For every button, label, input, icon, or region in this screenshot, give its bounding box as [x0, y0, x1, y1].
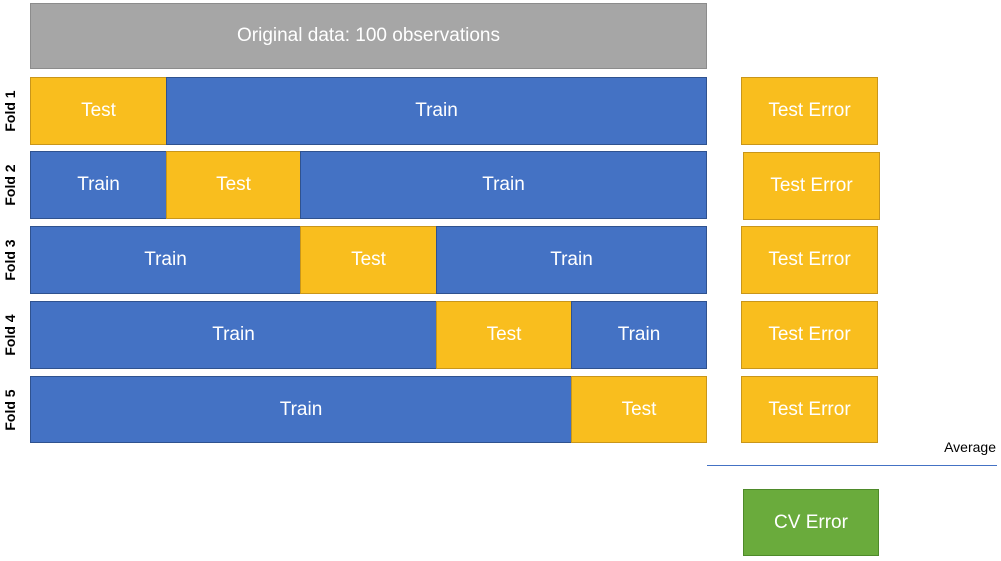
segment-label: Test	[486, 324, 522, 345]
fold-5-test-segment: Test	[571, 376, 707, 443]
test-error-label: Test Error	[770, 175, 853, 196]
segment-label: Train	[617, 324, 661, 345]
fold-5-label: Fold 5	[2, 389, 18, 431]
fold-1-test-segment: Test	[30, 77, 167, 145]
fold-2-train-segment-2: Train	[300, 151, 707, 219]
segment-label: Test	[621, 398, 657, 420]
segment-label: Train	[550, 249, 593, 270]
segment-label: Train	[144, 249, 187, 270]
fold-1-label: Fold 1	[2, 90, 18, 132]
fold-2-test-segment: Test	[166, 151, 301, 219]
fold-5-test-error: Test Error	[741, 376, 878, 443]
fold-4-test-segment: Test	[436, 301, 572, 369]
fold-3-label: Fold 3	[2, 239, 18, 281]
fold-1-test-error: Test Error	[741, 77, 878, 145]
fold-2-label: Fold 2	[2, 164, 18, 206]
fold-3-train-segment-2: Train	[436, 226, 707, 294]
fold-3-test-error: Test Error	[741, 226, 878, 294]
fold-2-test-error: Test Error	[743, 152, 880, 220]
fold-3-train-segment-1: Train	[30, 226, 301, 294]
fold-4-train-segment-2: Train	[571, 301, 707, 369]
cv-error-box: CV Error	[743, 489, 879, 556]
fold-4-test-error: Test Error	[741, 301, 878, 369]
fold-4-label: Fold 4	[2, 314, 18, 356]
average-divider-line	[707, 465, 997, 466]
original-data-bar: Original data: 100 observations	[30, 3, 707, 69]
test-error-label: Test Error	[768, 398, 851, 420]
segment-label: Test	[81, 100, 116, 121]
original-data-label: Original data: 100 observations	[237, 25, 500, 46]
fold-4-train-segment-1: Train	[30, 301, 437, 369]
segment-label: Train	[415, 100, 458, 121]
fold-1-train-segment: Train	[166, 77, 707, 145]
fold-2-train-segment-1: Train	[30, 151, 167, 219]
test-error-label: Test Error	[768, 100, 851, 121]
segment-label: Test	[216, 174, 251, 195]
segment-label: Test	[351, 249, 386, 270]
segment-label: Train	[482, 174, 525, 195]
segment-label: Train	[77, 174, 120, 195]
segment-label: Train	[279, 398, 323, 420]
segment-label: Train	[212, 324, 255, 345]
test-error-label: Test Error	[768, 324, 851, 345]
fold-5-train-segment: Train	[30, 376, 572, 443]
fold-3-test-segment: Test	[300, 226, 437, 294]
average-label: Average	[944, 439, 996, 455]
test-error-label: Test Error	[768, 249, 851, 270]
cv-error-label: CV Error	[774, 511, 848, 533]
